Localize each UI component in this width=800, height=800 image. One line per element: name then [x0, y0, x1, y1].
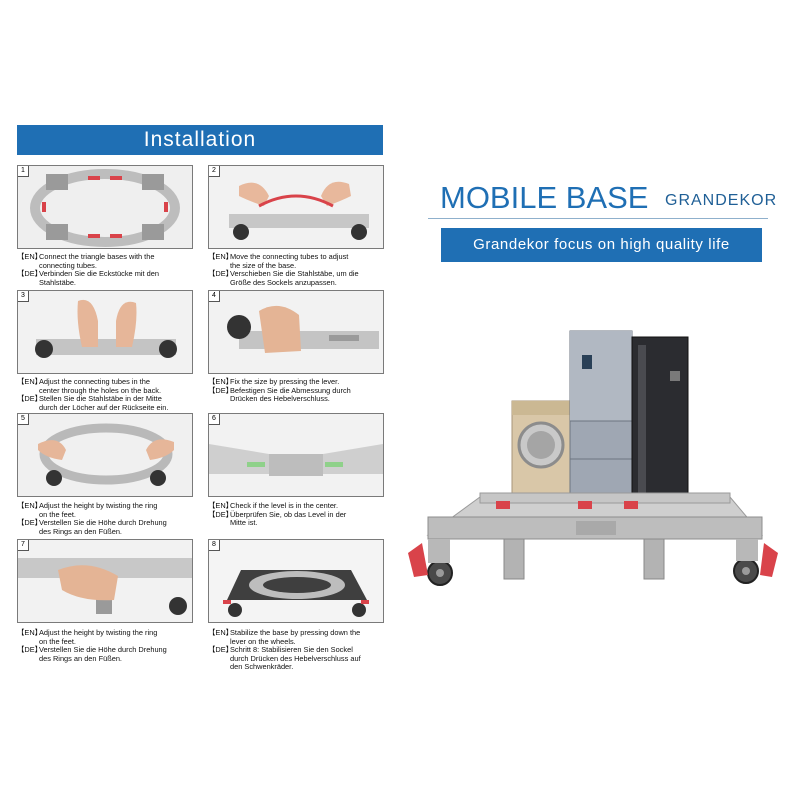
caption-en-line: on the feet.	[39, 636, 76, 646]
step-4-caption: 【EN】Fix the size by pressing the lever. …	[208, 377, 388, 404]
step-5-image: 5	[17, 413, 193, 497]
step-8-image: 8	[208, 539, 384, 623]
caption-en-line: center through the holes on the back.	[39, 385, 162, 395]
caption-en-line: Connect the triangle bases with the	[39, 252, 155, 261]
caption-de-line: durch der Löcher auf der Rückseite ein.	[39, 402, 169, 412]
step-6-image: 6	[208, 413, 384, 497]
lever-locks	[408, 501, 778, 577]
step-7-caption: 【EN】Adjust the height by twisting the ri…	[17, 628, 197, 663]
caption-de-line: Stellen Sie die Stahlstäbe in der Mitte	[39, 394, 162, 404]
de-label: 【DE】	[208, 509, 234, 519]
caption-en-line: lever on the wheels.	[230, 636, 296, 646]
tagline-banner: Grandekor focus on high quality life	[441, 228, 762, 262]
caption-de-line: des Rings an den Füßen.	[39, 653, 122, 663]
caption-en-line: Adjust the height by twisting the ring	[39, 628, 158, 637]
caster-wheels	[427, 539, 759, 586]
step-3-image: 3	[17, 290, 193, 374]
en-label: 【EN】	[208, 377, 234, 386]
step-number: 7	[18, 540, 29, 551]
installation-header: Installation	[17, 125, 383, 155]
caption-en-line: Fix the size by pressing the lever.	[230, 377, 340, 386]
caption-de-line: durch Drücken des Hebelverschluss auf	[230, 653, 361, 663]
caption-de-line: Größe des Sockels anzupassen.	[230, 277, 337, 287]
dark-refrigerator-illustration	[631, 336, 689, 502]
caption-en-line: Check if the level is in the center.	[230, 501, 339, 510]
step-number: 3	[18, 291, 29, 302]
product-title: MOBILE BASE	[440, 180, 649, 215]
step-4-image: 4	[208, 290, 384, 374]
de-label: 【DE】	[208, 269, 234, 279]
step-number: 4	[209, 291, 220, 302]
caption-de-line: den Schwenkräder.	[230, 662, 294, 672]
caption-de-line: Verstellen Sie die Höhe durch Drehung	[39, 645, 167, 655]
step-number: 6	[209, 414, 220, 425]
en-label: 【EN】	[17, 628, 43, 637]
caption-de-line: Befestigen Sie die Abmessung durch	[230, 385, 351, 395]
caption-de-line: Verbinden Sie die Eckstücke mit den	[39, 269, 159, 279]
caption-de-line: Stahlstäbe.	[39, 277, 76, 287]
caption-de-line: des Rings an den Füßen.	[39, 526, 122, 536]
caption-de-line: Schritt 8: Stabilisieren Sie den Sockel	[230, 645, 353, 655]
de-label: 【DE】	[208, 645, 234, 655]
caption-en-line: the size of the base.	[230, 260, 297, 270]
mobile-base-frame	[426, 492, 764, 580]
step-7-image: 7	[17, 539, 193, 623]
en-label: 【EN】	[208, 628, 234, 637]
step-1-image: 1	[17, 165, 193, 249]
step-6-caption: 【EN】Check if the level is in the center.…	[208, 501, 388, 528]
caption-de-line: Mitte ist.	[230, 518, 258, 528]
refrigerator-illustration	[569, 330, 633, 502]
caption-en-line: Adjust the height by twisting the ring	[39, 501, 158, 510]
step-number: 8	[209, 540, 220, 551]
step-3-caption: 【EN】Adjust the connecting tubes in the c…	[17, 377, 197, 412]
washing-machine-illustration	[511, 400, 573, 504]
en-label: 【EN】	[208, 501, 234, 510]
caption-en-line: Move the connecting tubes to adjust	[230, 252, 349, 261]
step-1-caption: 【EN】Connect the triangle bases with the …	[17, 252, 197, 287]
en-label: 【EN】	[17, 377, 43, 386]
caption-de-line: Verschieben Sie die Stahlstäbe, um die	[230, 269, 359, 279]
caption-de-line: Verstellen Sie die Höhe durch Drehung	[39, 518, 167, 528]
step-number: 2	[209, 166, 220, 177]
en-label: 【EN】	[208, 252, 234, 261]
step-8-caption: 【EN】Stabilize the base by pressing down …	[208, 628, 388, 672]
step-number: 5	[18, 414, 29, 425]
de-label: 【DE】	[17, 394, 43, 404]
caption-en-line: on the feet.	[39, 509, 76, 519]
caption-de-line: Überprüfen Sie, ob das Level in der	[230, 509, 347, 519]
caption-de-line: Drücken des Hebelverschluss.	[230, 394, 330, 404]
step-5-caption: 【EN】Adjust the height by twisting the ri…	[17, 501, 197, 536]
step-number: 1	[18, 166, 29, 177]
en-label: 【EN】	[17, 501, 43, 510]
de-label: 【DE】	[17, 645, 43, 655]
caption-en-line: Stabilize the base by pressing down the	[230, 628, 361, 637]
step-2-caption: 【EN】Move the connecting tubes to adjust …	[208, 252, 388, 287]
de-label: 【DE】	[17, 518, 43, 528]
caption-en-line: connecting tubes.	[39, 260, 97, 270]
de-label: 【DE】	[17, 269, 43, 279]
step-2-image: 2	[208, 165, 384, 249]
caption-en-line: Adjust the connecting tubes in the	[39, 377, 150, 386]
brand-name: GRANDEKOR	[665, 192, 778, 209]
en-label: 【EN】	[17, 252, 43, 261]
de-label: 【DE】	[208, 385, 234, 395]
product-illustration	[408, 330, 778, 586]
title-divider	[428, 218, 768, 219]
